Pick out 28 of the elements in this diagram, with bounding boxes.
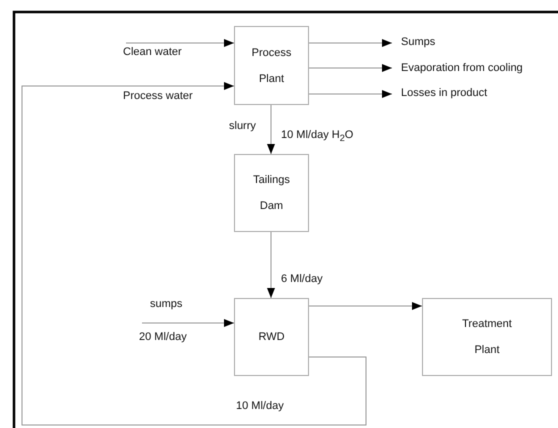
arrow [308, 39, 392, 47]
arrow [308, 302, 422, 310]
process-box [234, 154, 309, 232]
process-box [422, 298, 552, 376]
process-box [234, 26, 309, 105]
arrow [142, 319, 234, 327]
arrow [126, 39, 234, 47]
box-label: Treatment Plant [461, 317, 513, 358]
flow-note: Process water [123, 90, 193, 103]
flow-note: slurry [229, 120, 256, 133]
arrow [267, 104, 275, 154]
box-label: RWD [257, 330, 286, 345]
edge-label: 10 Ml/day H$_{2}$O [281, 129, 354, 146]
flow-destination-text: Losses in product [392, 85, 502, 101]
arrow [267, 232, 275, 298]
flow-destination-text: Evaporation from cooling [392, 60, 542, 76]
edge-label: 10 Ml/day [236, 400, 284, 413]
edge-label: Clean water [123, 46, 182, 59]
arrow [308, 64, 392, 72]
flow-destination-text: Sumps [392, 34, 442, 50]
box-label: Process Plant [250, 46, 292, 86]
arrow [22, 82, 366, 426]
edge-label: 20 Ml/day [139, 331, 187, 344]
arrow [308, 90, 392, 98]
edge-label: 6 Ml/day [281, 273, 323, 286]
box-label: Tailings Dam [252, 173, 291, 214]
process-box [234, 298, 309, 376]
flow-note: sumps [150, 298, 182, 311]
